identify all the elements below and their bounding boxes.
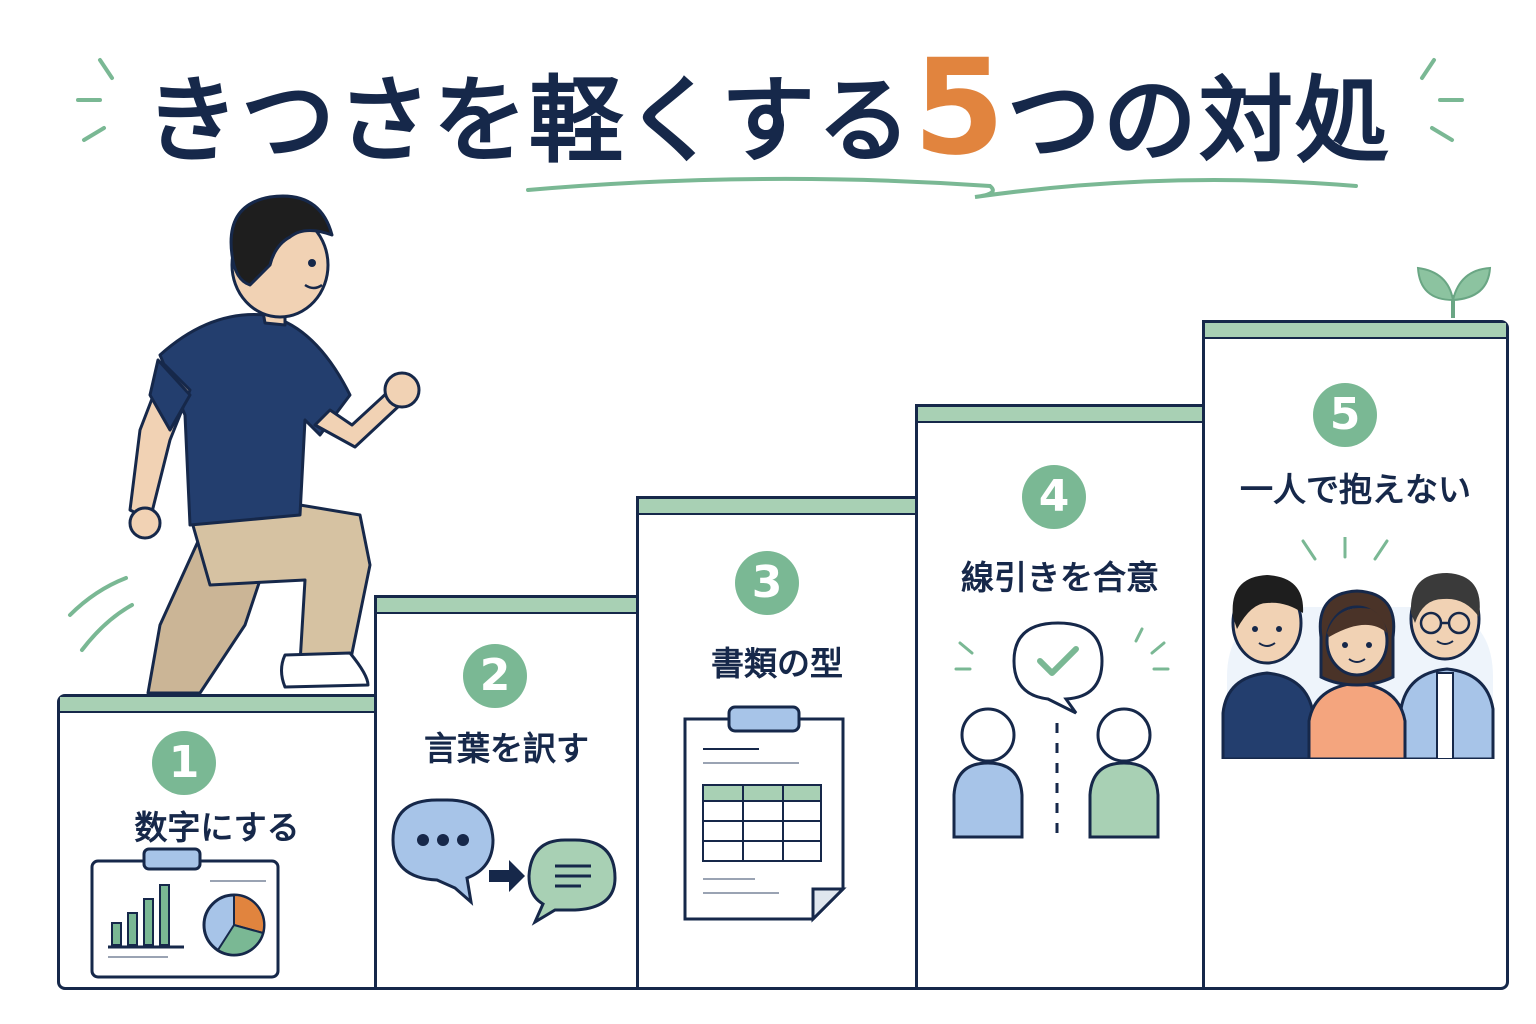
page-title: きつさを軽くする5つの対処 xyxy=(0,42,1536,176)
step-4-label: 線引きを合意 xyxy=(961,558,1159,597)
step-3-label: 書類の型 xyxy=(711,644,843,683)
title-number: 5 xyxy=(913,31,1007,185)
step-5-badge: 5 xyxy=(1313,383,1377,447)
agreement-icon xyxy=(952,621,1170,839)
step-3: 3 書類の型 xyxy=(636,496,918,990)
step-5: 5 一人で抱えない xyxy=(1202,320,1509,990)
team-people-icon xyxy=(1221,537,1495,759)
title-text-before: きつさを軽くする xyxy=(145,67,914,176)
runner-illustration xyxy=(128,194,421,695)
step-1-label: 数字にする xyxy=(134,808,300,847)
step-1-badge: 1 xyxy=(152,731,216,795)
speech-bubbles-icon xyxy=(391,798,617,926)
step-3-badge: 3 xyxy=(735,551,799,615)
step-5-label: 一人で抱えない xyxy=(1240,470,1471,509)
clipboard-form-icon xyxy=(683,705,847,923)
step-4: 4 線引きを合意 xyxy=(915,404,1205,990)
title-text-after: つの対処 xyxy=(1006,67,1391,176)
chart-report-icon xyxy=(90,847,280,979)
step-2: 2 言葉を訳す xyxy=(374,595,639,990)
step-1: 1 数字にする xyxy=(57,694,377,990)
step-2-badge: 2 xyxy=(463,644,527,708)
step-4-badge: 4 xyxy=(1022,465,1086,529)
step-2-label: 言葉を訳す xyxy=(424,729,589,768)
